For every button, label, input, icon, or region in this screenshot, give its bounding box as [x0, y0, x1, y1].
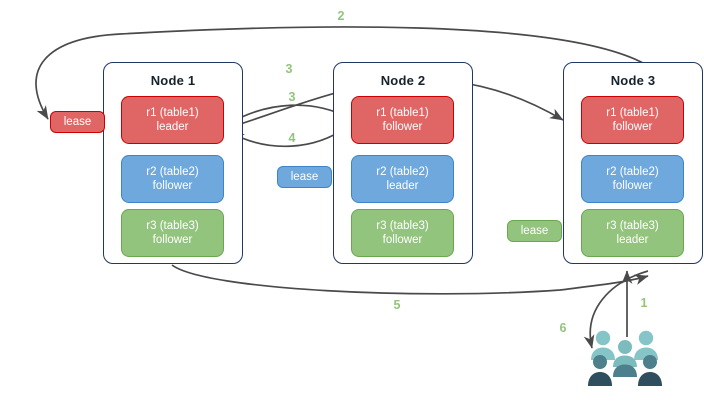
- replica-line-2: follower: [152, 234, 193, 246]
- replica-line-2: follower: [612, 180, 653, 192]
- users-front-row: [588, 372, 662, 386]
- replica-line-1: r3 (table3): [376, 220, 429, 232]
- replica-n2-r3[interactable]: r3 (table3) follower: [351, 209, 454, 257]
- lease-badge-table2[interactable]: lease: [277, 166, 332, 188]
- node-title: Node 3: [610, 73, 656, 88]
- edge-step-5: [171, 264, 649, 295]
- replica-line-1: r2 (table2): [376, 166, 429, 178]
- step-label-3b: 3: [288, 90, 296, 104]
- replica-line-1: r3 (table3): [606, 220, 659, 232]
- step-label-3a: 3: [285, 62, 293, 76]
- users-back-row: [591, 330, 658, 360]
- replica-line-1: r3 (table3): [146, 220, 199, 232]
- replica-line-2: follower: [382, 234, 423, 246]
- replica-line-2: leader: [616, 234, 649, 246]
- replica-n3-r2[interactable]: r2 (table2) follower: [581, 155, 684, 203]
- replica-n1-r1[interactable]: r1 (table1) leader: [121, 96, 224, 144]
- users-front-row-mid: [593, 355, 657, 377]
- users-icon: [588, 330, 662, 386]
- users-middle-figure: [613, 340, 637, 367]
- edge-step-3-to-node2: [227, 104, 350, 125]
- replica-line-1: r1 (table1): [376, 107, 429, 119]
- step-label-4: 4: [288, 131, 296, 145]
- replica-n1-r2[interactable]: r2 (table2) follower: [121, 155, 224, 203]
- step-label-2: 2: [337, 9, 345, 23]
- replica-line-2: follower: [152, 180, 193, 192]
- replica-line-2: leader: [386, 180, 419, 192]
- replica-line-1: r1 (table1): [606, 107, 659, 119]
- replica-line-2: leader: [156, 121, 189, 133]
- replica-n3-r1[interactable]: r1 (table1) follower: [581, 96, 684, 144]
- step-label-5: 5: [393, 298, 401, 312]
- replica-line-1: r2 (table2): [606, 166, 659, 178]
- lease-badge-table3[interactable]: lease: [507, 220, 562, 242]
- replica-line-2: follower: [612, 121, 653, 133]
- replica-line-1: r2 (table2): [146, 166, 199, 178]
- replica-n1-r3[interactable]: r3 (table3) follower: [121, 209, 224, 257]
- node-title: Node 1: [150, 73, 196, 88]
- node-title: Node 2: [380, 73, 426, 88]
- step-label-1: 1: [640, 296, 648, 310]
- replica-n2-r1[interactable]: r1 (table1) follower: [351, 96, 454, 144]
- step-label-6: 6: [559, 321, 567, 335]
- replica-line-1: r1 (table1): [146, 107, 199, 119]
- replica-n2-r2[interactable]: r2 (table2) leader: [351, 155, 454, 203]
- lease-badge-table1[interactable]: lease: [50, 111, 105, 133]
- replica-line-2: follower: [382, 121, 423, 133]
- replica-n3-r3[interactable]: r3 (table3) leader: [581, 209, 684, 257]
